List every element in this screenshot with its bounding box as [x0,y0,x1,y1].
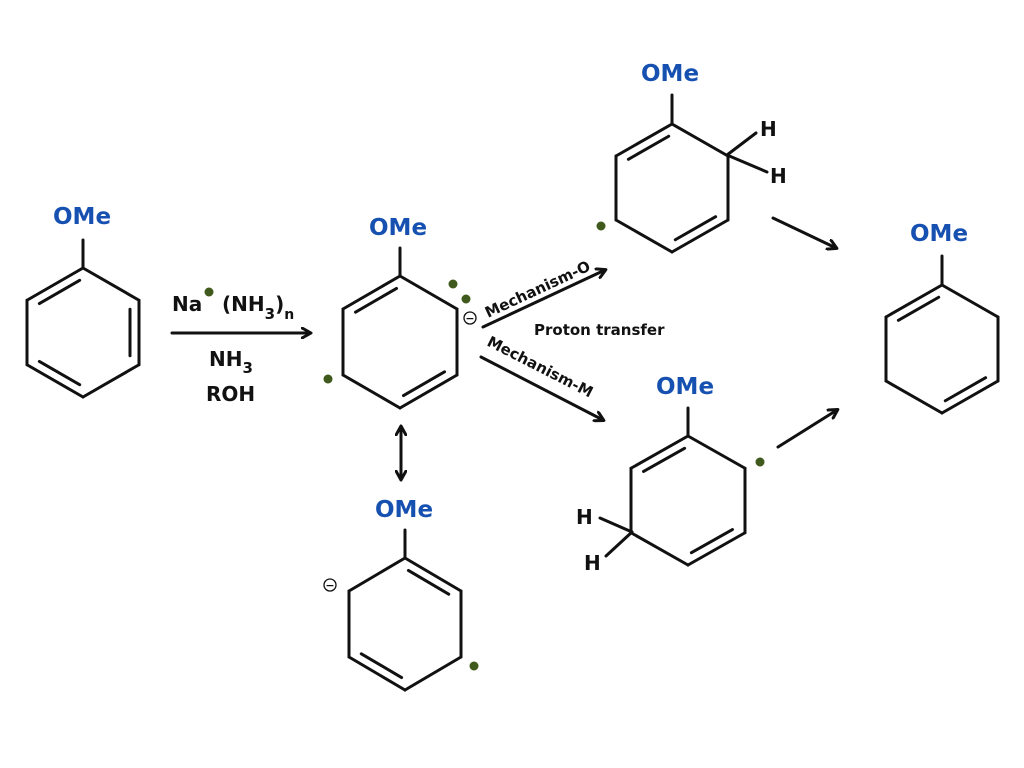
hydrogen-label: H [760,117,777,141]
svg-text:Na: Na [172,292,202,316]
radical-dot [469,661,479,671]
anisole-ring [25,238,141,399]
resonance-ring [347,528,463,692]
proton-transfer-label: Proton transfer [534,321,665,339]
to-product-arrow-upper [771,216,836,248]
mechanism-m-arrow [479,355,603,420]
mech-m-ring [629,406,747,567]
mech-m-intermediate-ome-label: OMe [656,374,714,400]
reagents-above: Na (NH3)n [172,287,294,323]
mechanism-o-label: Mechanism-O [482,257,593,322]
product-ome-label: OMe [910,221,968,247]
product-ring [884,254,1000,415]
radical-anion-ome-label: OMe [369,215,427,241]
radical-dot [596,221,606,231]
mech-o-intermediate-ome-label: OMe [641,61,699,87]
hydrogen-label: H [584,551,601,575]
hydrogen-label: H [770,164,787,188]
svg-text:(NH3)n: (NH3)n [222,292,294,323]
reagent-roh: ROH [206,382,255,406]
to-product-arrow-lower [776,410,837,449]
radical-anion-ring [341,246,459,410]
radical-dot [204,287,214,297]
resonance-ome-label: OMe [375,497,433,523]
svg-text:−: − [465,312,474,325]
negative-charge-icon: − [463,311,477,325]
radical-dot [755,457,765,467]
svg-text:−: − [325,579,334,592]
radical-dot [461,294,471,304]
mechanism-o-arrow [481,270,605,329]
anisole-ome-label: OMe [53,204,111,230]
hydrogen-label: H [576,505,593,529]
radical-dot [323,374,333,384]
mech-o-ring [614,93,730,254]
radical-dot [448,279,458,289]
negative-charge-icon: − [323,578,337,592]
reagent-nh3: NH3 [209,347,253,377]
